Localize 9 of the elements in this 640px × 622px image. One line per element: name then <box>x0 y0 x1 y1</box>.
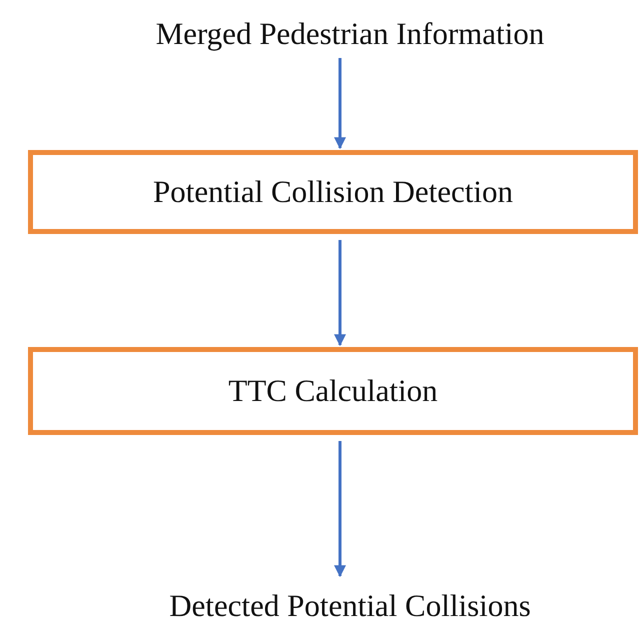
process-box <box>28 347 638 435</box>
box-label: TTC Calculation <box>228 373 438 409</box>
flow-text: Merged Pedestrian Information <box>156 16 544 52</box>
arrow <box>334 240 346 346</box>
process-box <box>28 150 638 234</box>
box-label: Potential Collision Detection <box>153 174 513 210</box>
flow-text: Detected Potential Collisions <box>169 588 531 622</box>
arrow <box>334 58 346 150</box>
arrow <box>334 441 346 578</box>
